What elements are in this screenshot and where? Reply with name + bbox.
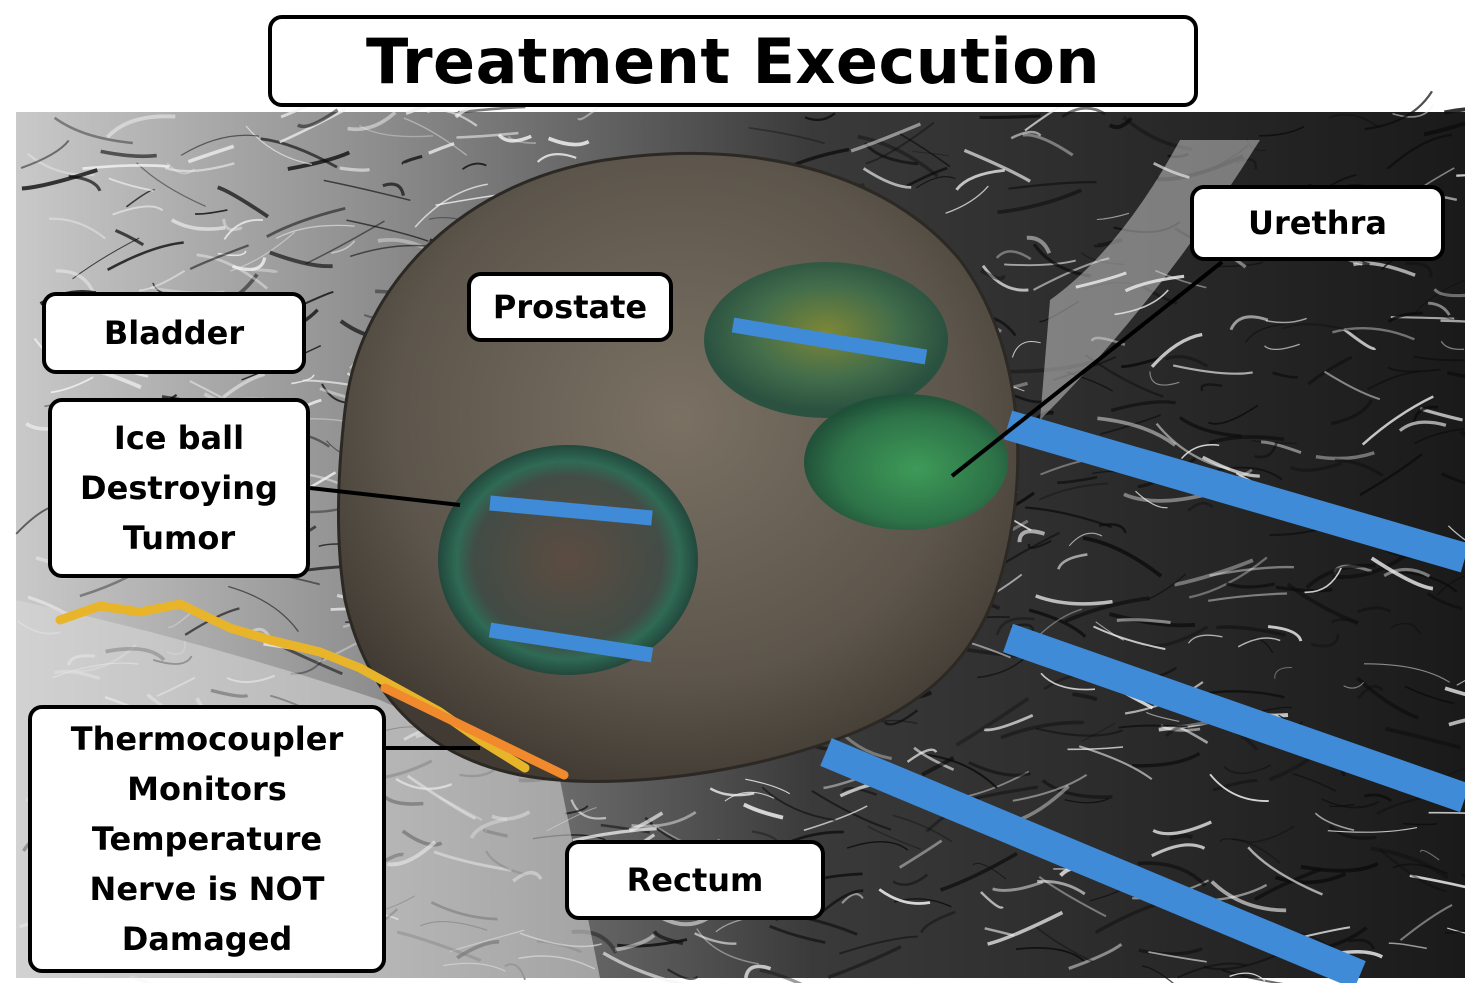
thermocoupler-label-line: Thermocoupler [71, 714, 344, 764]
iceball-label-line: Ice ball [114, 413, 244, 463]
bladder-label-text: Bladder [104, 308, 244, 358]
iceball-label: Ice ball Destroying Tumor [48, 398, 310, 578]
prostate-label-text: Prostate [493, 282, 647, 332]
iceball-right [804, 394, 1008, 530]
rectum-label-text: Rectum [627, 855, 764, 905]
prostate-label: Prostate [467, 272, 673, 342]
urethra-label-text: Urethra [1248, 198, 1387, 248]
thermocoupler-label-line: Nerve is NOT [90, 864, 325, 914]
rectum-label: Rectum [565, 840, 825, 920]
page-title: Treatment Execution [268, 15, 1198, 107]
iceball-label-line: Destroying [80, 463, 278, 513]
bladder-label: Bladder [42, 292, 306, 374]
thermocoupler-label: Thermocoupler Monitors Temperature Nerve… [28, 705, 386, 973]
thermocoupler-label-line: Damaged [122, 914, 293, 964]
urethra-label: Urethra [1190, 185, 1445, 261]
thermocoupler-label-line: Monitors [127, 764, 287, 814]
iceball-label-line: Tumor [123, 513, 235, 563]
tissue-speckle [980, 116, 1041, 117]
thermocoupler-label-line: Temperature [92, 814, 322, 864]
